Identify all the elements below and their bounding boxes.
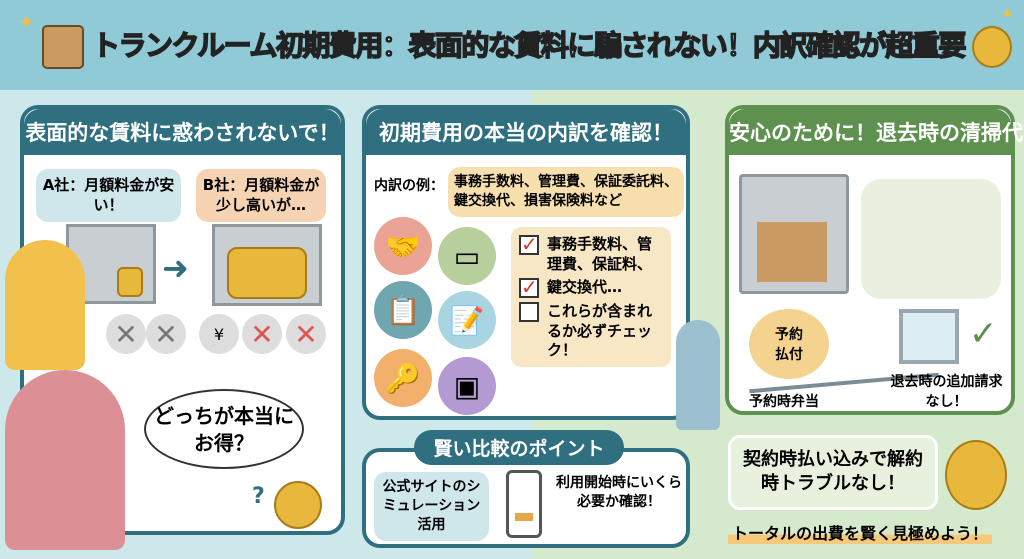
woman-illustration <box>5 370 125 550</box>
cardboard-box-icon <box>42 25 84 69</box>
checkbox-checked[interactable]: ✓ <box>519 275 539 299</box>
right-caption: 退去時の追加請求なし！ <box>890 374 1003 410</box>
clean-frame-icon <box>899 309 959 364</box>
checklist: ✓事務手数料、管理費、保証料、 ✓鍵交換代… これらが含まれるか必ずチェック！ <box>511 227 671 367</box>
sparkle-icon: ✦ <box>1000 4 1016 25</box>
question-mark: ? <box>252 484 265 509</box>
checklist-item: ✓鍵交換代… <box>519 275 623 299</box>
woman-illustration <box>5 240 85 370</box>
company-a-label: A社：月額料金が安い！ <box>36 169 181 222</box>
clipboard-icon: 📋 <box>374 281 432 339</box>
crossed-item-icon: ✕ <box>146 314 186 354</box>
comparison-panel: 賢い比較のポイント 公式サイトのシミュレーション活用 利用開始時にいくら必要か確… <box>362 430 690 548</box>
happy-coin-mascot-icon <box>945 440 1007 510</box>
family-illustration <box>861 179 1001 299</box>
checklist-item: ✓事務手数料、管理費、保証料、 <box>519 232 653 273</box>
example-items: 事務手数料、管理費、保証委託料、鍵交換代、損害保険料など <box>448 167 684 217</box>
example-label: 内訳の例： <box>374 178 444 194</box>
coin-speech-bubble: 契約時払い込みで解約時トラブルなし！ <box>728 435 938 510</box>
key-icon: 🔑 <box>374 349 432 407</box>
page-title: トランクルーム初期費用：表面的な賃料に騙されない！内訳確認が超重要 <box>91 28 967 63</box>
left-caption: 予約時弁当 <box>749 394 819 410</box>
sparkle-icon: ✦ <box>18 10 35 34</box>
checkbox-checked[interactable]: ✓ <box>519 232 539 256</box>
document-pen-icon: 📝 <box>438 291 496 349</box>
crossed-item-icon: ✕ <box>106 314 146 354</box>
broken-microwave-icon: ▣ <box>438 357 496 415</box>
money-bag-icon: 予約払付 <box>749 309 829 379</box>
breakdown-panel: 初期費用の本当の内訳を確認！ 内訳の例： 事務手数料、管理費、保証委託料、鍵交換… <box>362 105 690 420</box>
handshake-icon: 🤝 <box>374 217 432 275</box>
simulation-tip: 公式サイトのシミュレーション活用 <box>374 472 489 541</box>
panel-title: 表面的な賃料に惑わされないで！ <box>24 109 341 155</box>
panel-title: 安心のために！退去時の清掃代 <box>729 109 1023 155</box>
table-icon: ▭ <box>438 227 496 285</box>
smartphone-chart-icon <box>506 470 542 538</box>
money-bag-icon: ¥ <box>199 314 239 354</box>
arrow-right-icon: ➜ <box>162 249 189 287</box>
checklist-item: これらが含まれるか必ずチェック！ <box>519 302 663 361</box>
storage-unit-icon <box>739 174 849 294</box>
crossed-item-icon: ✕ <box>286 314 326 354</box>
header-banner: トランクルーム初期費用：表面的な賃料に騙されない！内訳確認が超重要 ✦ ✦ <box>0 0 1024 90</box>
checkbox-unchecked[interactable] <box>519 302 539 322</box>
staff-man-illustration <box>676 320 720 430</box>
coin-mascot-icon <box>972 26 1012 68</box>
checkmark-icon: ✓ <box>969 314 998 354</box>
comparison-title: 賢い比較のポイント <box>414 430 624 465</box>
company-b-label: B社：月額料金が少し高いが… <box>196 169 326 222</box>
startup-cost-tip: 利用開始時にいくら必要か確認！ <box>556 475 682 510</box>
full-safe-icon <box>212 224 322 306</box>
crossed-item-icon: ✕ <box>242 314 282 354</box>
cleaning-fee-panel: 安心のために！退去時の清掃代 予約払付 ✓ 予約時弁当 退去時の追加請求なし！ <box>725 105 1023 415</box>
panel-title: 初期費用の本当の内訳を確認！ <box>366 109 686 155</box>
tagline: トータルの出費を賢く見極めよう！ <box>728 520 993 544</box>
thought-bubble: どっちが本当にお得？ <box>144 389 304 469</box>
worried-coin-icon <box>274 481 322 529</box>
